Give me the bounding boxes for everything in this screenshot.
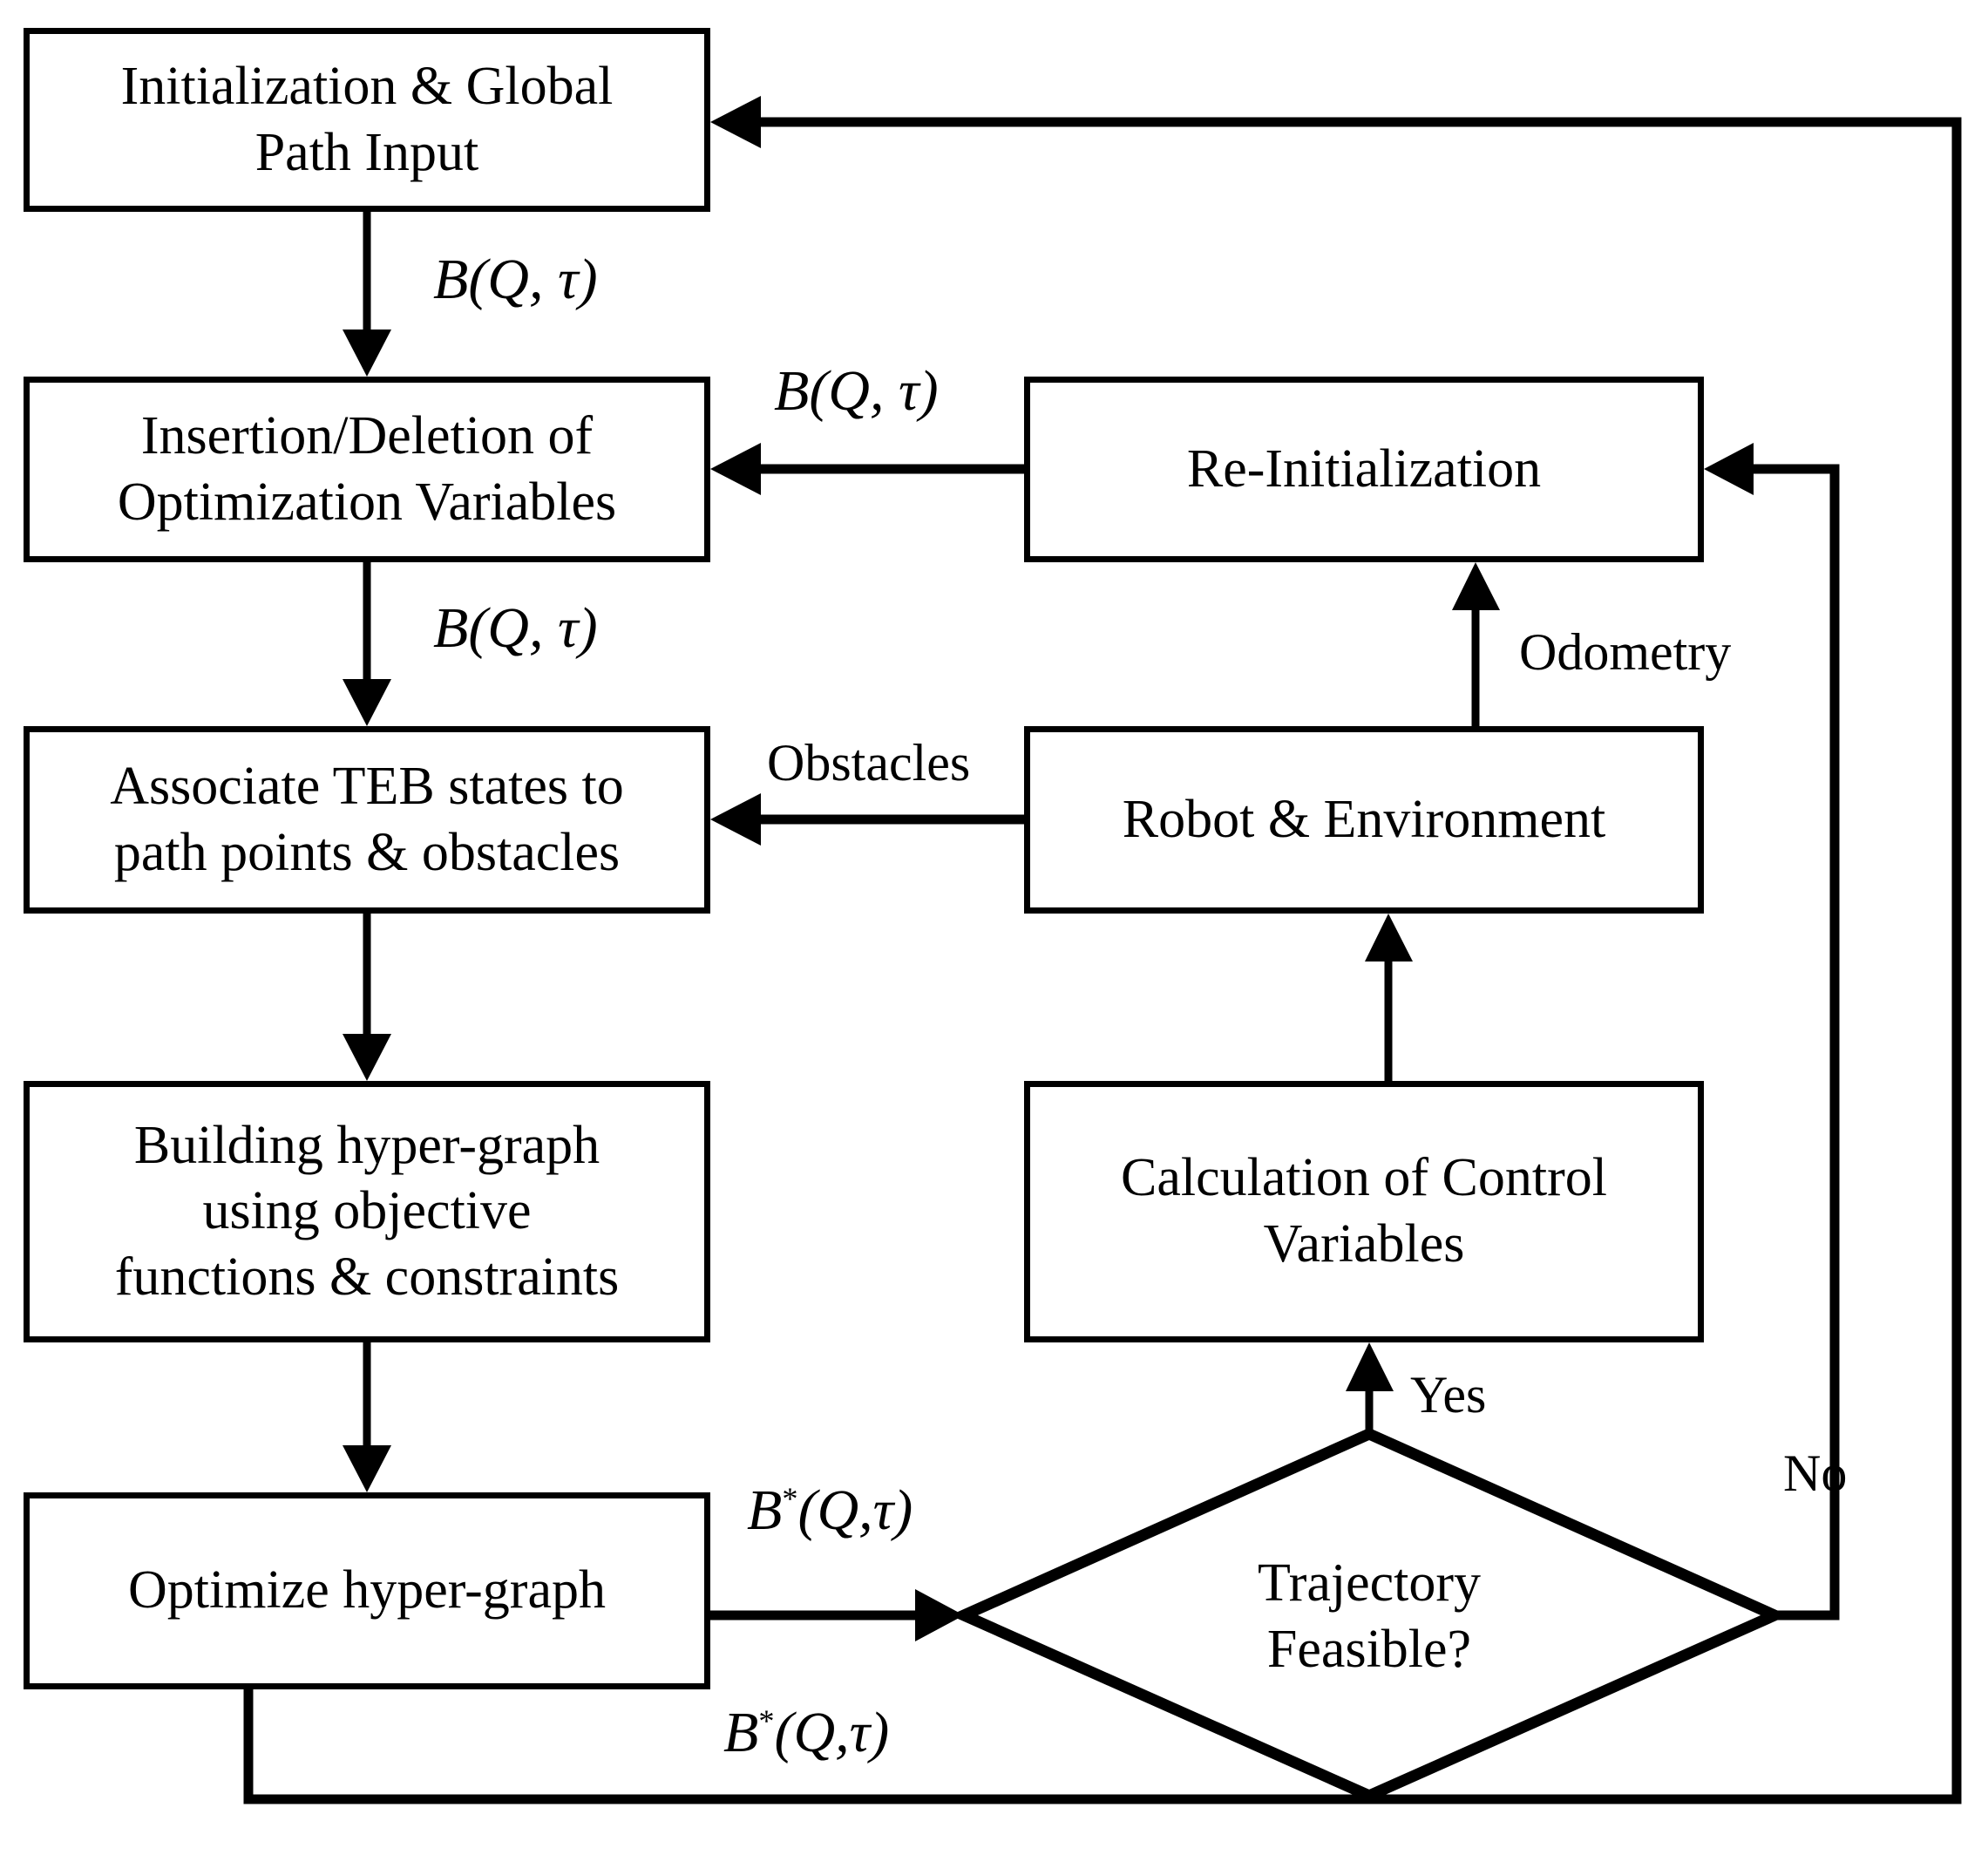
edge-robotenv-to-reinit xyxy=(1452,562,1500,726)
edge-label-obstacles: Obstacles xyxy=(767,737,970,789)
node-robot-environment[interactable]: Robot & Environment xyxy=(1024,726,1704,914)
node-re-initialization[interactable]: Re-Initialization xyxy=(1024,377,1704,562)
node-trajectory-feasible-label[interactable]: Trajectory Feasible? xyxy=(1164,1530,1574,1704)
edge-label-text: Yes xyxy=(1410,1366,1487,1424)
shape-diamond-trajectory-feasible xyxy=(950,1427,1788,1803)
edge-label-no: No xyxy=(1783,1447,1847,1499)
edge-insert-to-associate xyxy=(343,562,391,726)
edge-label-optimize-to-feasible: B*(Q,τ) xyxy=(747,1482,913,1539)
edge-reinit-to-insert xyxy=(710,443,1024,495)
edge-label-init-to-insert: B(Q, τ) xyxy=(433,251,598,309)
edge-label-text: B(Q, τ) xyxy=(433,248,598,311)
edge-label-yes: Yes xyxy=(1410,1369,1486,1421)
edge-feasible-yes-to-calc xyxy=(1346,1342,1394,1434)
edge-label-optimize-bottom: B*(Q,τ) xyxy=(723,1704,889,1762)
edge-label-reinit-to-insert: B(Q, τ) xyxy=(774,363,939,420)
node-associate-teb-states[interactable]: Associate TEB states to path points & ob… xyxy=(24,726,710,914)
edge-feasible-no-to-reinit xyxy=(1704,443,1840,1621)
edge-label-text: B*(Q,τ) xyxy=(747,1478,913,1542)
node-insertion-deletion-optimization-variables[interactable]: Insertion/Deletion of Optimization Varia… xyxy=(24,377,710,562)
node-label: Initialization & Global Path Input xyxy=(120,56,614,182)
edge-label-text: B(Q, τ) xyxy=(774,359,939,423)
edge-label-text: Obstacles xyxy=(767,734,971,792)
node-initialization-global-path-input[interactable]: Initialization & Global Path Input xyxy=(24,28,710,212)
edge-label-insert-to-associate: B(Q, τ) xyxy=(433,600,598,657)
node-label: Robot & Environment xyxy=(1122,789,1606,849)
node-label: Trajectory Feasible? xyxy=(1258,1553,1481,1679)
edge-label-text: B*(Q,τ) xyxy=(723,1701,890,1764)
node-label: Insertion/Deletion of Optimization Varia… xyxy=(117,405,617,532)
edge-label-text: B(Q, τ) xyxy=(433,596,598,660)
edge-building-to-optimize xyxy=(343,1342,391,1492)
edge-init-to-insert xyxy=(343,212,391,377)
node-label: Calculation of Control Variables xyxy=(1121,1148,1607,1274)
edge-associate-to-building xyxy=(343,914,391,1081)
edge-calccontrol-to-robotenv xyxy=(1365,914,1413,1081)
node-calculation-of-control-variables[interactable]: Calculation of Control Variables xyxy=(1024,1081,1704,1342)
node-label: Building hyper-graph using objective fun… xyxy=(114,1115,620,1307)
node-optimize-hyper-graph[interactable]: Optimize hyper-graph xyxy=(24,1492,710,1689)
node-building-hyper-graph[interactable]: Building hyper-graph using objective fun… xyxy=(24,1081,710,1342)
edge-optimize-bottom-to-init xyxy=(243,96,1962,1804)
edge-label-text: No xyxy=(1783,1444,1848,1502)
node-label: Associate TEB states to path points & ob… xyxy=(110,756,624,882)
edge-optimize-to-feasible xyxy=(710,1589,964,1641)
edge-label-odometry: Odometry xyxy=(1519,626,1731,678)
edge-robotenv-to-associate xyxy=(710,793,1024,846)
node-label: Optimize hyper-graph xyxy=(128,1560,606,1621)
edge-label-text: Odometry xyxy=(1519,623,1732,681)
node-label: Re-Initialization xyxy=(1186,438,1542,499)
